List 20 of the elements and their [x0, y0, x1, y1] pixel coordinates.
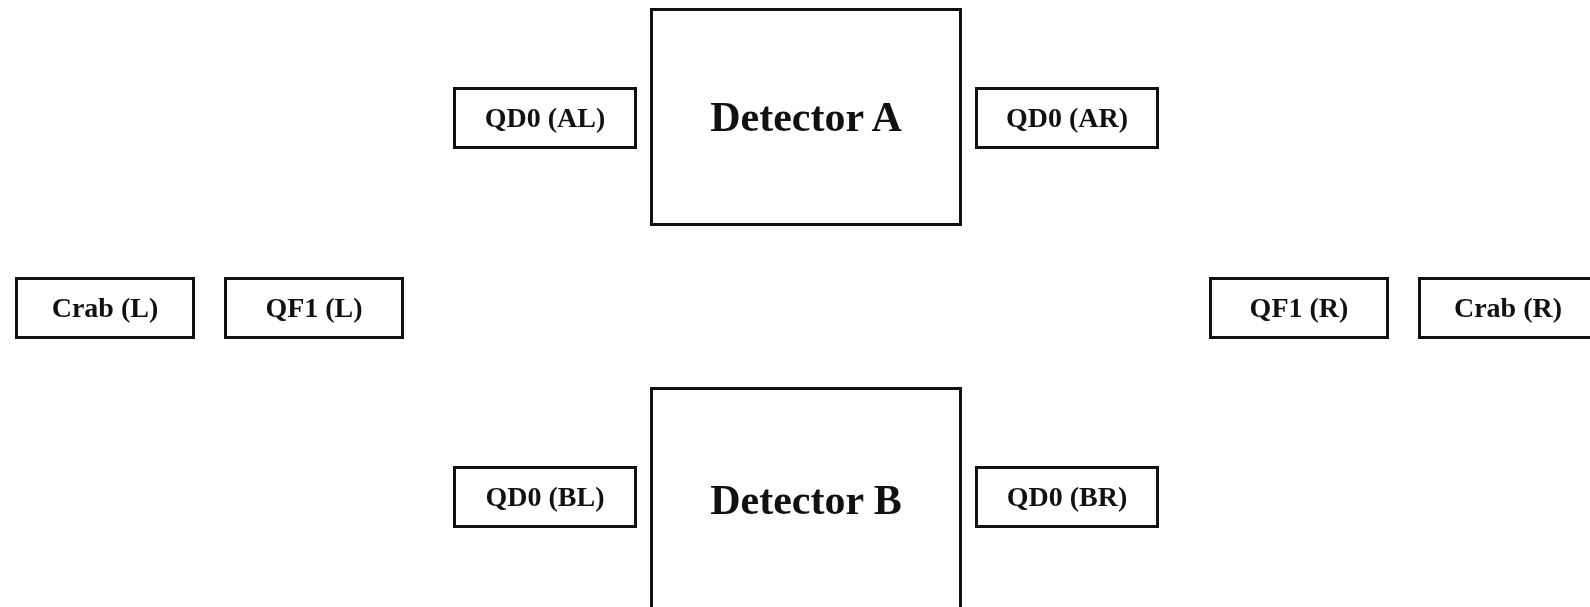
magnet-label: QF1 (R) — [1249, 292, 1349, 324]
magnet-box — [1209, 277, 1389, 339]
detector-label: Detector B — [710, 476, 902, 524]
magnet-label: QD0 (BR) — [1006, 481, 1128, 513]
magnet-box — [453, 87, 637, 149]
magnet-label: QF1 (L) — [265, 292, 363, 324]
magnet-box — [224, 277, 404, 339]
magnet-label: QD0 (BL) — [485, 481, 605, 513]
detector-box — [650, 387, 962, 607]
crab-cavity-box — [15, 277, 195, 339]
crab-cavity-label: Crab (R) — [1453, 292, 1563, 324]
magnet-box — [453, 466, 637, 528]
magnet-label: QD0 (AL) — [484, 102, 606, 134]
crab-cavity-label: Crab (L) — [51, 292, 159, 324]
detector-label: Detector A — [710, 93, 902, 141]
magnet-box — [975, 466, 1159, 528]
crab-cavity-box — [1418, 277, 1590, 339]
detector-box — [650, 8, 962, 226]
magnet-label: QD0 (AR) — [1005, 102, 1129, 134]
magnet-box — [975, 87, 1159, 149]
